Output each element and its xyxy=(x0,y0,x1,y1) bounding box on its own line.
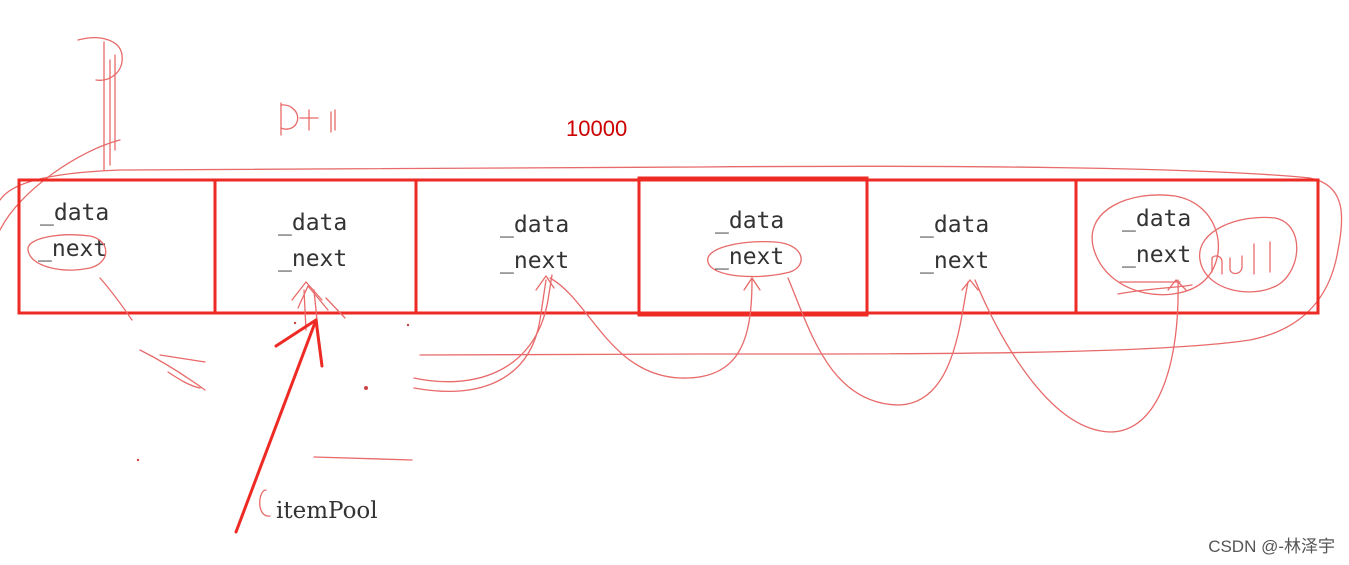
node-1-data: _data xyxy=(40,200,109,226)
handwritten-p-marker xyxy=(77,37,123,171)
link-3-curve-b xyxy=(413,279,547,392)
node-1-next: _next xyxy=(38,236,107,262)
node-4: _data _next xyxy=(715,208,784,270)
watermark-text: CSDN @-林泽宇 xyxy=(1208,537,1335,556)
node-1: _data _next xyxy=(38,200,109,262)
node-4-next-circle xyxy=(707,241,802,278)
pool-boxes xyxy=(17,176,1320,317)
node-2-next: _next xyxy=(278,246,347,272)
node-2: _data _next xyxy=(278,210,347,272)
null-circle xyxy=(1199,216,1298,293)
pool-size-label: 10000 xyxy=(566,116,627,141)
handwritten-p-plus-1 xyxy=(280,102,336,136)
node-1-scribbles xyxy=(99,277,206,391)
node-5-next: _next xyxy=(920,248,989,274)
stray-dot xyxy=(364,386,368,390)
null-text xyxy=(1211,241,1271,275)
link-3-to-2 xyxy=(413,274,553,383)
link-6-to-5 xyxy=(974,279,1179,433)
node-4-next: _next xyxy=(715,244,784,270)
node-5-data: _data xyxy=(920,212,989,238)
node-2-up-arrows xyxy=(291,281,346,331)
node-3-data: _data xyxy=(500,212,569,238)
node-6-circle xyxy=(1091,194,1219,296)
node-2-data: _data xyxy=(278,210,347,236)
node-5: _data _next xyxy=(920,212,989,274)
itempool-label: itemPool xyxy=(276,498,378,524)
itempool-arrow xyxy=(234,318,324,534)
node-1-next-circle xyxy=(27,234,107,271)
itempool-bracket xyxy=(259,489,271,517)
node-3-next: _next xyxy=(500,248,569,274)
node-6: _data _next xyxy=(1122,206,1191,268)
node-3: _data _next xyxy=(500,212,569,274)
link-5-to-4 xyxy=(787,277,969,406)
node-4-data: _data xyxy=(715,208,784,234)
node-6-data: _data xyxy=(1122,206,1191,232)
pool-outline xyxy=(0,165,1343,356)
node-6-next: _next xyxy=(1122,242,1191,268)
link-4-to-3 xyxy=(549,277,753,379)
